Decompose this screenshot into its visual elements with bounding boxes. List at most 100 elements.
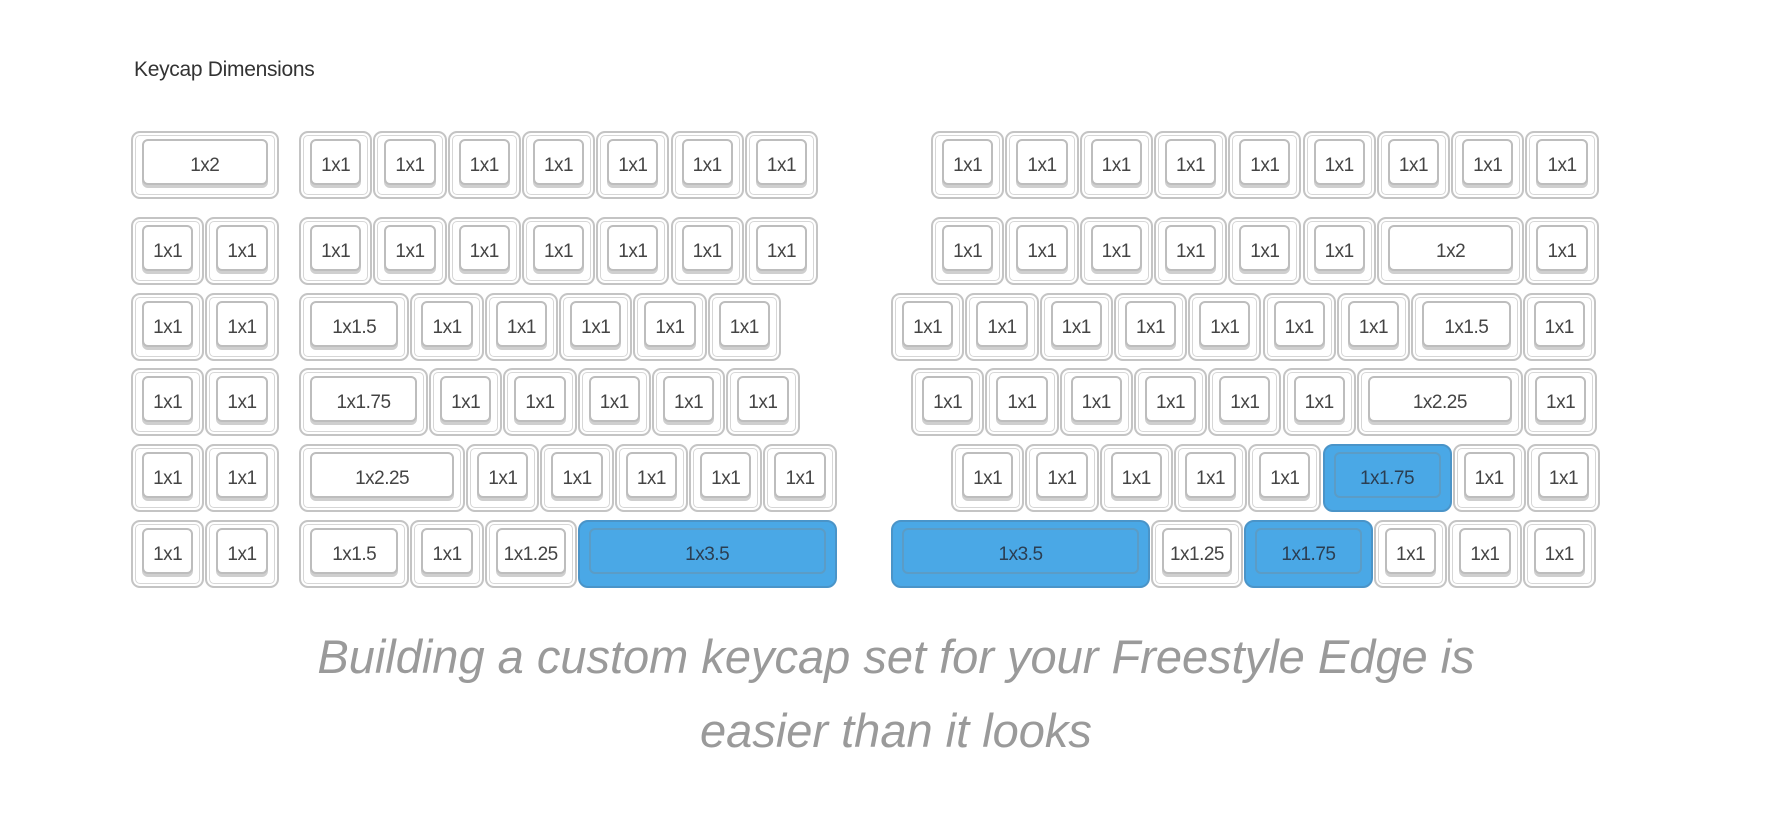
keycap-label: 1x1 <box>1175 155 1206 176</box>
keycap-label: 1x1 <box>618 241 648 262</box>
keycap-top: 1x1 <box>495 301 548 347</box>
keycap-1x1: 1x1 <box>1336 293 1411 361</box>
keycap-1x1: 1x1 <box>1228 131 1302 199</box>
keycap-top: 1x1 <box>774 452 826 498</box>
keycap-label: 1x1 <box>1155 392 1186 413</box>
keycap-1x1_5: 1x1.5 <box>1411 293 1522 361</box>
keycap-top: 1x1 <box>216 452 268 498</box>
keycap-top: 1x1.5 <box>310 528 399 574</box>
keycap-1x1: 1x1 <box>1005 217 1079 285</box>
keycap-1x1: 1x1 <box>466 444 540 512</box>
keycap-label: 1x1 <box>1250 155 1280 176</box>
keycap-1x1: 1x1 <box>131 444 205 512</box>
keycap-top: 1x1.75 <box>1333 452 1441 498</box>
keycap-top: 1x1 <box>1199 301 1251 347</box>
keycap-label: 1x1 <box>618 155 648 176</box>
keycap-1x1: 1x1 <box>1005 131 1079 199</box>
keycap-1x1: 1x1 <box>205 444 279 512</box>
keycap-label: 1x1.75 <box>1359 468 1415 489</box>
keycap-1x1: 1x1 <box>931 217 1005 285</box>
keycap-label: 1x1 <box>227 392 257 413</box>
keycap-top: 1x1 <box>458 225 510 271</box>
keycap-label: 1x1.25 <box>503 544 559 565</box>
keycap-1x1: 1x1 <box>670 217 744 285</box>
keycap-label: 1x1 <box>395 241 425 262</box>
keycap-label: 1x2 <box>190 155 220 176</box>
keycap-top: 1x1 <box>755 225 808 271</box>
keycap-label: 1x1 <box>692 241 723 262</box>
keycap-1x1_75: 1x1.75 <box>1243 520 1373 588</box>
keycap-1x1: 1x1 <box>373 217 447 285</box>
keycap-label: 1x1 <box>1398 155 1429 176</box>
keycap-1x1: 1x1 <box>1099 444 1173 512</box>
keycap-label: 1x1 <box>933 392 963 413</box>
keycap-label: 1x1 <box>655 317 685 338</box>
keycap-top: 1x1 <box>142 528 194 574</box>
keycap-1x1: 1x1 <box>1448 520 1522 588</box>
keycap-top: 1x1 <box>902 301 954 347</box>
keycap-1x1: 1x1 <box>1039 293 1113 361</box>
keycap-top: 1x1 <box>440 376 492 422</box>
keycap-label: 1x1 <box>766 155 797 176</box>
keycap-1x1_75: 1x1.75 <box>1322 444 1452 512</box>
keycap-1x1: 1x1 <box>596 217 670 285</box>
keycap-top: 1x1 <box>1124 301 1177 347</box>
keycap-label: 1x2.25 <box>355 468 410 489</box>
keycap-1x1: 1x1 <box>503 368 577 436</box>
caption: Building a custom keycap set for your Fr… <box>0 620 1792 768</box>
keycap-top: 1x1 <box>1259 452 1311 498</box>
keycap-label: 1x1 <box>953 241 983 262</box>
keycap-1x1: 1x1 <box>1302 217 1376 285</box>
keycap-1x1: 1x1 <box>744 131 819 199</box>
keycap-1x1: 1x1 <box>447 217 521 285</box>
keycap-top: 1x1 <box>942 225 994 271</box>
keycap-top: 1x1 <box>1036 452 1088 498</box>
keycap-label: 1x1 <box>581 317 611 338</box>
keycap-label: 1x1 <box>1007 392 1037 413</box>
keycap-1x1: 1x1 <box>596 131 670 199</box>
keycap-1x1: 1x1 <box>1282 368 1356 436</box>
keycap-label: 1x1 <box>1547 155 1577 176</box>
keycap-1x1: 1x1 <box>744 217 819 285</box>
keycap-label: 1x1 <box>227 241 257 262</box>
keycap-top: 1x1.5 <box>310 301 399 347</box>
keycap-1x2_25: 1x2.25 <box>1356 368 1523 436</box>
keycap-1x1: 1x1 <box>410 520 484 588</box>
keycap-1x1: 1x1 <box>726 368 800 436</box>
keycap-1x1: 1x1 <box>1302 131 1376 199</box>
keycap-top: 1x1 <box>1050 301 1102 347</box>
keycap-1x1: 1x1 <box>521 131 596 199</box>
keycap-top: 1x2.25 <box>310 452 455 498</box>
keycap-label: 1x1 <box>227 544 257 565</box>
keycap-label: 1x1.5 <box>332 317 377 338</box>
keycap-1x1: 1x1 <box>1526 444 1601 512</box>
keycap-top: 1x1 <box>216 225 268 271</box>
keycap-top: 1x1 <box>996 376 1048 422</box>
keycap-top: 1x1.25 <box>495 528 566 574</box>
keycap-label: 1x1.75 <box>1281 544 1336 565</box>
keycap-label: 1x1 <box>1210 317 1240 338</box>
keycap-top: 1x1 <box>310 139 362 185</box>
keycap-1x1: 1x1 <box>633 293 707 361</box>
keycap-1x1: 1x1 <box>1522 520 1596 588</box>
keycap-top: 1x1 <box>1110 452 1162 498</box>
keycap-label: 1x1 <box>953 155 983 176</box>
keycap-1x1: 1x1 <box>299 217 373 285</box>
keycap-label: 1x1 <box>1358 317 1389 338</box>
keycap-label: 1x1 <box>1396 544 1426 565</box>
keycap-label: 1x1 <box>1195 468 1226 489</box>
keycap-top: 1x1.75 <box>310 376 418 422</box>
keycap-1x1_5: 1x1.5 <box>299 293 410 361</box>
keycap-top: 1x1 <box>477 452 529 498</box>
keycap-label: 1x1 <box>785 468 815 489</box>
keycap-top: 1x1 <box>1533 301 1585 347</box>
keycap-top: 1x1 <box>1184 452 1237 498</box>
keycap-top: 1x1 <box>514 376 566 422</box>
keycap-top: 1x1 <box>644 301 696 347</box>
keycap-top: 1x1 <box>962 452 1014 498</box>
keycap-top: 1x1 <box>1384 528 1437 574</box>
keycap-top: 1x1 <box>310 225 362 271</box>
keycap-top: 1x1 <box>1164 225 1217 271</box>
keycap-1x1: 1x1 <box>707 293 781 361</box>
keycap-top: 1x1 <box>588 376 640 422</box>
